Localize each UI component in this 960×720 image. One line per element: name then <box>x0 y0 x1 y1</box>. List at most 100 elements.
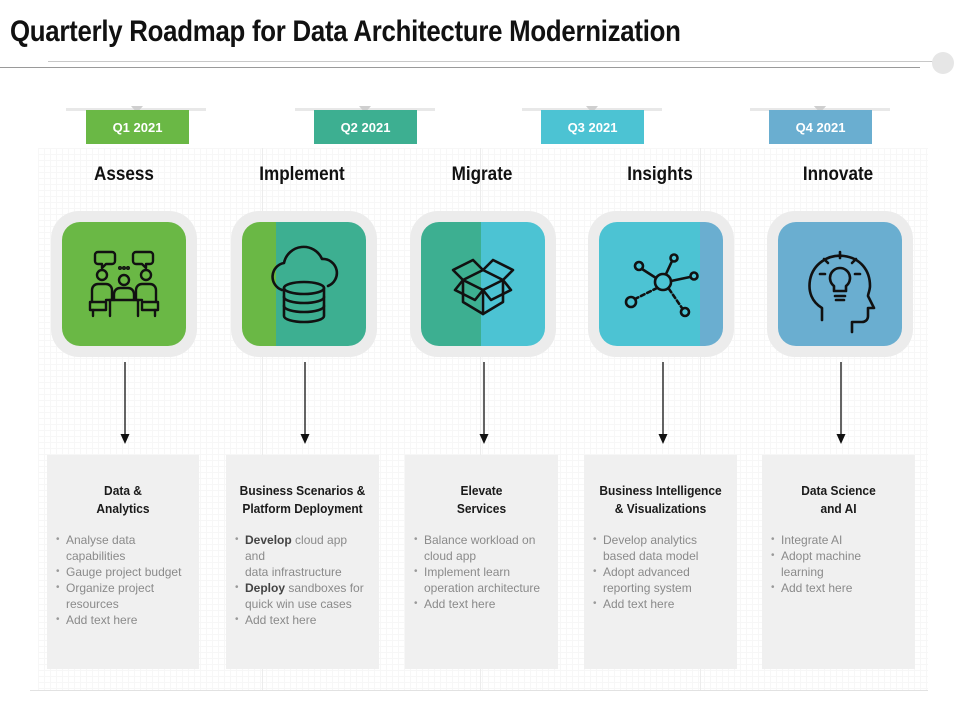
bullet-list: Integrate AI Adopt machine learningAdd tex… <box>762 532 915 596</box>
quarter-flag-notch <box>814 106 826 113</box>
icon-tile <box>62 222 186 346</box>
bullet-list: Develop cloud app and data infrastructure… <box>226 532 379 628</box>
bullet-text: quick win use cases <box>245 597 352 611</box>
icon-tile <box>778 222 902 346</box>
down-arrow-icon <box>657 362 669 444</box>
bullet-text: cloud app and <box>245 533 348 563</box>
card-title-line: & Visualizations <box>614 501 707 516</box>
card-title-line: and AI <box>820 501 857 516</box>
down-arrow-icon <box>299 362 311 444</box>
bullet-item: Organize project resources <box>56 580 189 612</box>
bullet-text: Organize project <box>66 581 155 595</box>
quarter-label: Q3 2021 <box>541 110 644 144</box>
quarter-label: Q4 2021 <box>769 110 872 144</box>
bullet-item: Add text here <box>593 596 727 612</box>
bullet-text: Add text here <box>245 613 317 627</box>
column-divider <box>480 148 481 691</box>
card-title-line: Business Intelligence <box>599 483 722 498</box>
head-lightbulb-icon <box>778 222 902 346</box>
bullet-item: Develop cloud app and data infrastructure <box>235 532 369 580</box>
network-nodes-icon <box>599 222 723 346</box>
bullet-text: Integrate AI <box>781 533 843 547</box>
bullet-item: Add text here <box>235 612 369 628</box>
detail-card: Business Intelligence & VisualizationsDev… <box>584 455 737 669</box>
team-meeting-icon <box>62 222 186 346</box>
bullet-text: resources <box>66 597 119 611</box>
phase-heading: Migrate <box>451 164 513 185</box>
bullet-item: Gauge project budget <box>56 564 189 580</box>
bullet-item: Analyse data capabilities <box>56 532 189 564</box>
bullet-item: Add text here <box>771 580 905 596</box>
bullet-text: Adopt machine <box>781 549 862 563</box>
bullet-text: Balance workload on <box>424 533 536 547</box>
quarter-label: Q2 2021 <box>314 110 417 144</box>
bullet-text: based data model <box>603 549 699 563</box>
bullet-item: Adopt machine learning <box>771 548 905 580</box>
bullet-keyword: Develop <box>245 533 292 547</box>
card-title-line: Services <box>456 501 507 516</box>
bullet-text: Add text here <box>603 597 675 611</box>
bullet-item: Add text here <box>56 612 189 628</box>
bullet-item: Implement learn operation architecture <box>414 564 548 596</box>
icon-tile <box>599 222 723 346</box>
bullet-text: Add text here <box>424 597 496 611</box>
card-title: Data & Analytics <box>59 482 188 518</box>
card-title-line: Data Science <box>801 483 876 498</box>
down-arrow-icon <box>835 362 847 444</box>
bullet-text: Develop analytics <box>603 533 698 547</box>
quarter-flag-notch <box>131 106 143 113</box>
card-title-line: Elevate <box>460 483 503 498</box>
bullet-item: Integrate AI <box>771 532 905 548</box>
card-title-line: Platform Deployment <box>242 501 363 516</box>
bullet-item: Balance workload on cloud app <box>414 532 548 564</box>
bullet-text: Adopt advanced <box>603 565 690 579</box>
open-box-icon <box>421 222 545 346</box>
decorative-dot <box>932 52 954 74</box>
quarter-flag-notch <box>359 106 371 113</box>
detail-card: ElevateServicesBalance workload on cloud … <box>405 455 558 669</box>
card-title: Business Intelligence & Visualizations <box>596 482 726 518</box>
column-divider <box>700 148 701 691</box>
bullet-text: operation architecture <box>424 581 541 595</box>
card-title-line: Analytics <box>96 501 150 516</box>
cloud-database-icon <box>242 222 366 346</box>
down-arrow-icon <box>119 362 131 444</box>
bullet-text: Implement learn <box>424 565 511 579</box>
phase-heading: Innovate <box>802 164 874 185</box>
bullet-item: Develop analytics based data model <box>593 532 727 564</box>
bullet-text: Add text here <box>66 613 138 627</box>
title-underline-light <box>48 61 934 62</box>
bullet-text: data infrastructure <box>245 565 342 579</box>
card-title: Business Scenarios &Platform Deployment <box>238 482 368 518</box>
bullet-text: cloud app <box>424 549 477 563</box>
bottom-divider <box>30 690 928 691</box>
title-underline <box>0 67 920 68</box>
quarter-flag-notch <box>586 106 598 113</box>
phase-heading: Insights <box>627 164 693 185</box>
column-divider <box>262 148 263 691</box>
bullet-list: Analyse data capabilitiesGauge project bu… <box>47 532 199 628</box>
bullet-text: Gauge project budget <box>66 565 182 579</box>
down-arrow-icon <box>478 362 490 444</box>
quarter-label: Q1 2021 <box>86 110 189 144</box>
bullet-keyword: Deploy <box>245 581 286 595</box>
bullet-item: Adopt advanced reporting system <box>593 564 727 596</box>
detail-card: Business Scenarios &Platform DeploymentD… <box>226 455 379 669</box>
bullet-text: capabilities <box>66 549 126 563</box>
page-title: Quarterly Roadmap for Data Architecture … <box>10 15 681 48</box>
bullet-text: reporting system <box>603 581 692 595</box>
phase-heading: Implement <box>259 164 345 185</box>
detail-card: Data & AnalyticsAnalyse data capabilitiesG… <box>47 455 199 669</box>
phase-heading: Assess <box>94 164 154 185</box>
bullet-text: learning <box>781 565 824 579</box>
icon-tile <box>421 222 545 346</box>
bullet-text: Add text here <box>781 581 853 595</box>
icon-tile <box>242 222 366 346</box>
card-title-line: Data & <box>104 483 142 498</box>
bullet-text: Analyse data <box>66 533 136 547</box>
